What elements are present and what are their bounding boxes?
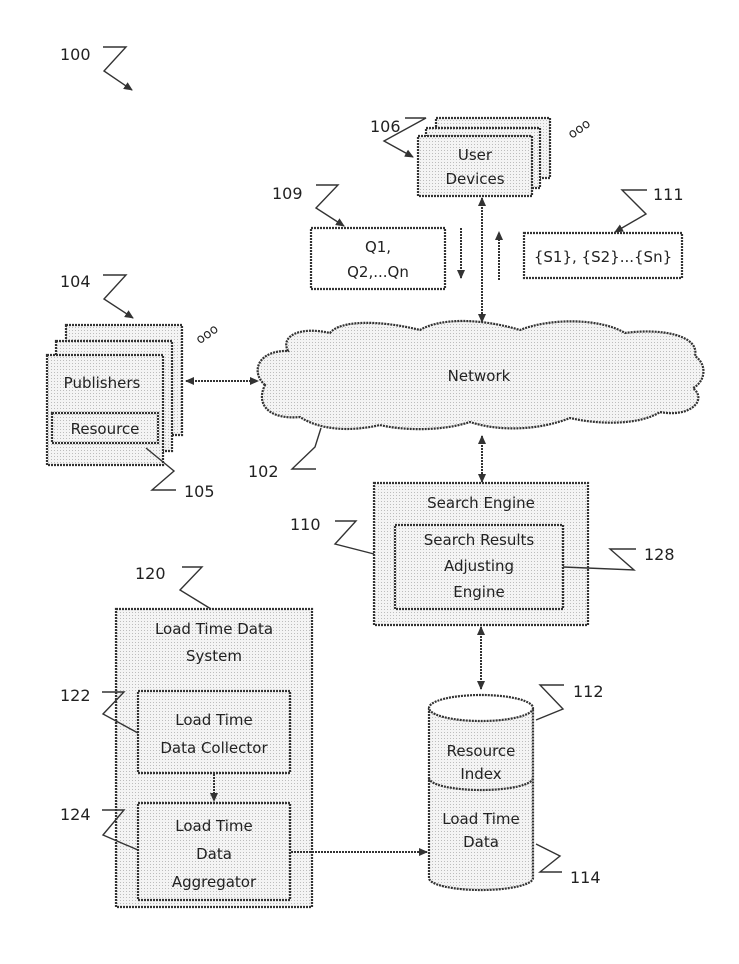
network-cloud[interactable]: Network [256, 319, 705, 431]
ref-102: 102 [248, 427, 322, 481]
network-cloud-shape [256, 319, 705, 431]
leader-106 [382, 117, 427, 158]
search-engine[interactable]: Search Engine Search Results Adjusting E… [372, 481, 590, 627]
ref-106: 106 [370, 117, 427, 158]
ref-105-label: 105 [184, 482, 215, 501]
search-results-box: {S1}, {S2}...{Sn} [522, 231, 684, 280]
leader-120 [178, 566, 212, 610]
load-time-system-label-2: System [186, 647, 242, 665]
leader-111 [614, 189, 648, 233]
aggregator-label-2: Data [196, 845, 232, 863]
ref-109-label: 109 [272, 184, 303, 203]
load-time-data-aggregator[interactable] [136, 801, 292, 902]
sre-label-3: Engine [453, 583, 504, 601]
ref-111-label: 111 [653, 185, 684, 204]
ref-112-label: 112 [573, 682, 604, 701]
user-devices-front [416, 134, 534, 198]
leader-110 [333, 520, 375, 555]
ref-110-label: 110 [290, 515, 321, 534]
load-time-data-system[interactable]: Load Time Data System Load Time Data Col… [114, 607, 314, 909]
leader-124 [101, 809, 139, 851]
search-results-rect [522, 231, 684, 280]
aggregator-label-1: Load Time [175, 817, 252, 835]
ref-124: 124 [60, 805, 139, 851]
leader-100 [102, 46, 133, 91]
user-devices[interactable]: User Devices ooo [416, 116, 594, 198]
queries-rect [309, 226, 447, 291]
ref-102-label: 102 [248, 462, 279, 481]
resource-index-label-1: Resource [447, 742, 516, 760]
leader-128 [562, 548, 636, 571]
user-devices-label-1: User [458, 146, 493, 164]
leader-104 [102, 274, 134, 319]
search-results-adjusting-engine[interactable] [393, 523, 565, 611]
publishers-label: Publishers [64, 374, 141, 392]
ref-122-label: 122 [60, 686, 91, 705]
leader-112 [535, 684, 565, 721]
user-devices-label-2: Devices [445, 170, 504, 188]
database-divider [427, 777, 535, 792]
user-devices-ellipsis-icon: ooo [565, 116, 593, 142]
publishers-front [45, 353, 165, 467]
ref-109: 109 [272, 184, 345, 227]
ref-128: 128 [562, 545, 675, 571]
resource-label: Resource [71, 420, 140, 438]
database-body [427, 708, 535, 892]
queries-box: Q1, Q2,...Qn [309, 226, 447, 291]
ref-122: 122 [60, 686, 139, 734]
leader-109 [314, 184, 345, 227]
ref-111: 111 [614, 185, 684, 233]
ref-104-label: 104 [60, 272, 91, 291]
ref-100: 100 [60, 45, 133, 91]
search-engine-label: Search Engine [427, 494, 535, 512]
resource-index-label-2: Index [460, 765, 501, 783]
ref-105: 105 [145, 447, 215, 501]
leader-105 [145, 447, 176, 491]
leader-114 [535, 843, 562, 873]
ref-100-label: 100 [60, 45, 91, 64]
load-time-data-label-2: Data [463, 833, 499, 851]
queries-line-2: Q2,...Qn [347, 263, 409, 281]
ref-120-label: 120 [135, 564, 166, 583]
publishers[interactable]: Publishers Resource ooo [45, 322, 221, 467]
database[interactable]: Resource Index Load Time Data [427, 693, 535, 892]
ref-112: 112 [535, 682, 604, 721]
network-label: Network [448, 367, 511, 385]
load-time-data-label-1: Load Time [442, 810, 519, 828]
queries-line-1: Q1, [365, 238, 391, 256]
load-time-system-label-1: Load Time Data [155, 620, 273, 638]
load-time-data-collector[interactable] [136, 689, 292, 775]
ref-124-label: 124 [60, 805, 91, 824]
sre-label-2: Adjusting [444, 557, 514, 575]
ref-106-label: 106 [370, 117, 401, 136]
ref-120: 120 [135, 564, 212, 610]
publishers-ellipsis-icon: ooo [193, 322, 221, 348]
collector-label-2: Data Collector [160, 739, 268, 757]
search-results-label: {S1}, {S2}...{Sn} [534, 248, 672, 266]
ref-104: 104 [60, 272, 134, 319]
leader-102 [290, 427, 322, 470]
database-top [427, 693, 535, 723]
aggregator-label-3: Aggregator [172, 873, 257, 891]
sre-label-1: Search Results [424, 531, 535, 549]
ref-114: 114 [535, 843, 601, 887]
leader-122 [101, 691, 139, 734]
ref-128-label: 128 [644, 545, 675, 564]
collector-label-1: Load Time [175, 711, 252, 729]
ref-114-label: 114 [570, 868, 601, 887]
ref-110: 110 [290, 515, 375, 555]
resource-box[interactable] [50, 411, 160, 445]
